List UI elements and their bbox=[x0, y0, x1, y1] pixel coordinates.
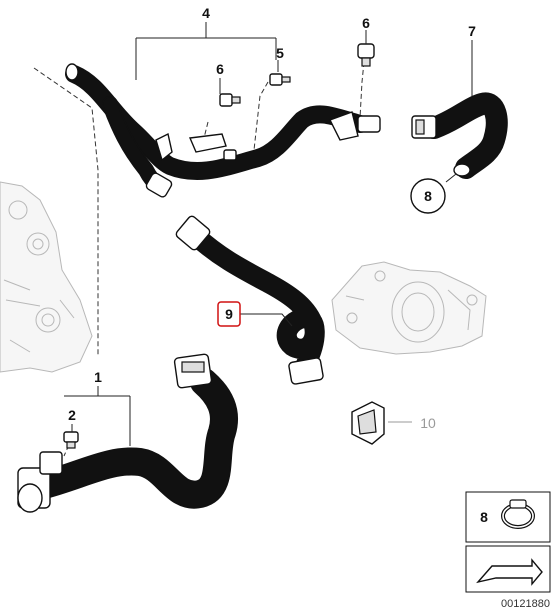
screw-6-right bbox=[357, 43, 375, 67]
leader-8 bbox=[445, 173, 457, 183]
callout-9: 9 bbox=[225, 306, 233, 322]
screw-6-left bbox=[219, 93, 241, 107]
callout-8-circle: 8 bbox=[410, 178, 446, 214]
leader-4 bbox=[135, 22, 277, 80]
leader-9 bbox=[240, 313, 293, 327]
callout-4: 4 bbox=[202, 5, 210, 21]
callout-6-left: 6 bbox=[216, 61, 224, 77]
callout-9-box: 9 bbox=[217, 301, 241, 327]
diagram-number: 00121880 bbox=[501, 598, 550, 610]
dashed-guide-6-right bbox=[359, 61, 365, 119]
hose-1 bbox=[17, 353, 238, 513]
thermostat-housing-ghost bbox=[331, 261, 487, 355]
callout-8: 8 bbox=[424, 188, 432, 204]
callout-5: 5 bbox=[276, 45, 284, 61]
screw-5 bbox=[269, 73, 291, 86]
orientation-arrow-icon bbox=[476, 558, 543, 586]
callout-1: 1 bbox=[94, 369, 102, 385]
inset-panel: 8 bbox=[465, 491, 551, 593]
hose-clamp-icon bbox=[501, 499, 535, 529]
callout-2: 2 bbox=[68, 407, 76, 423]
leader-1 bbox=[64, 386, 131, 446]
hose-9 bbox=[175, 215, 325, 385]
dashed-guide-bracket-6 bbox=[203, 121, 209, 139]
inset-label-8: 8 bbox=[480, 509, 488, 525]
hose-4 bbox=[65, 63, 381, 198]
callout-6-right: 6 bbox=[362, 15, 370, 31]
screw-2 bbox=[63, 431, 79, 449]
dashed-guide-left bbox=[33, 67, 99, 356]
callout-7: 7 bbox=[468, 23, 476, 39]
callout-10: 10 bbox=[420, 415, 436, 431]
clip-10 bbox=[351, 401, 385, 445]
hose-7 bbox=[411, 92, 508, 179]
engine-block-ghost bbox=[0, 181, 93, 373]
dashed-guide-5 bbox=[253, 81, 269, 151]
